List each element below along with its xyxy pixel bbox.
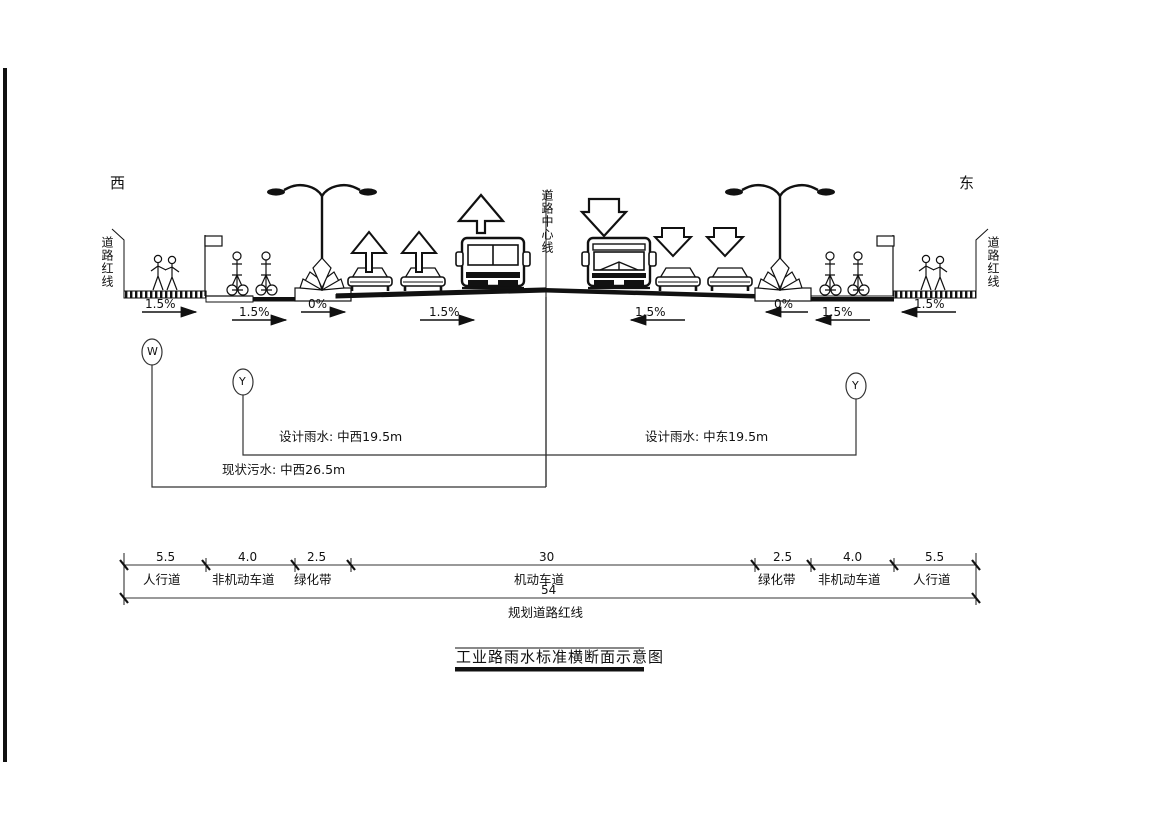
road-surface [123,287,977,303]
dim-width-0: 5.5 [156,550,176,564]
dimension-line-segments [123,553,977,605]
dim-width-4: 2.5 [773,550,793,564]
traffic-arrow-down-1 [579,197,629,238]
slope-label-w-carriage: 1.5% [429,305,460,319]
redline-label-east: 道路红线 [986,236,1000,288]
cyclist-east-2 [847,251,870,296]
traffic-arrow-up-3 [456,193,506,235]
slope-label-e-carriage: 1.5% [635,305,666,319]
dim-total-name: 规划道路红线 [508,605,584,620]
street-lamp-west [267,184,377,292]
dimension-tick-marks [119,559,981,604]
redline-leader-west [111,228,125,291]
dim-name-1: 非机动车道 [212,572,275,587]
redline-label-west: 道路红线 [100,236,114,288]
bus-west [455,236,531,290]
slope-label-e-bike: 1.5% [822,305,853,319]
dim-width-6: 5.5 [925,550,945,564]
traffic-arrow-up-2 [399,230,439,273]
dim-width-3: 30 [539,550,555,564]
utility-note-sewer-west: 现状污水: 中西26.5m [222,462,346,477]
direction-label-west: 西 [110,174,126,192]
street-sign-west [204,235,223,296]
dim-name-6: 人行道 [913,572,951,587]
dim-name-2: 绿化带 [294,572,332,587]
dim-width-1: 4.0 [238,550,258,564]
street-lamp-east [725,184,835,292]
traffic-arrow-up-1 [349,230,389,273]
dim-name-5: 非机动车道 [818,572,881,587]
utility-note-storm-east: 设计雨水: 中东19.5m [645,429,769,444]
slope-label-e-sidewalk: 1.5% [914,297,945,311]
direction-label-east: 东 [959,174,975,192]
cyclist-east-1 [819,251,842,296]
dim-width-2: 2.5 [307,550,327,564]
slope-label-w-bike: 1.5% [239,305,270,319]
traffic-arrow-down-2 [652,227,694,258]
dim-name-0: 人行道 [143,572,181,587]
street-sign-east [876,235,895,296]
redline-leader-east [975,228,989,291]
slope-label-e-green: 0% [774,297,794,311]
pedestrian-group-west [150,254,180,291]
dim-name-4: 绿化带 [758,572,796,587]
cyclist-west-1 [226,251,249,296]
car-east-2 [707,267,753,291]
utility-marker-storm-west: Y [239,375,246,388]
bus-east [581,236,657,290]
centerline-label: 道路中心线 [540,189,554,254]
slope-label-w-sidewalk: 1.5% [145,297,176,311]
utility-marker-sewer: W [147,345,158,358]
dim-width-5: 4.0 [843,550,863,564]
slope-ticks [142,306,956,326]
utility-callout-storm-west [232,368,546,456]
cyclist-west-2 [255,251,278,296]
car-east-1 [655,267,701,291]
slope-label-w-green: 0% [308,297,328,311]
traffic-arrow-down-3 [704,227,746,258]
sheet-left-rule [3,68,7,762]
drawing-title: 工业路雨水标准横断面示意图 [456,648,665,666]
dim-total-width: 54 [541,583,557,597]
utility-callout-storm-east [546,372,867,456]
utility-marker-storm-east: Y [852,379,859,392]
utility-note-storm-west: 设计雨水: 中西19.5m [279,429,403,444]
car-west-1 [347,267,393,291]
title-underline [455,647,644,672]
utility-callout-sewer-west [141,338,546,488]
pedestrian-group-east [918,254,948,291]
dim-name-3: 机动车道 [514,572,565,587]
